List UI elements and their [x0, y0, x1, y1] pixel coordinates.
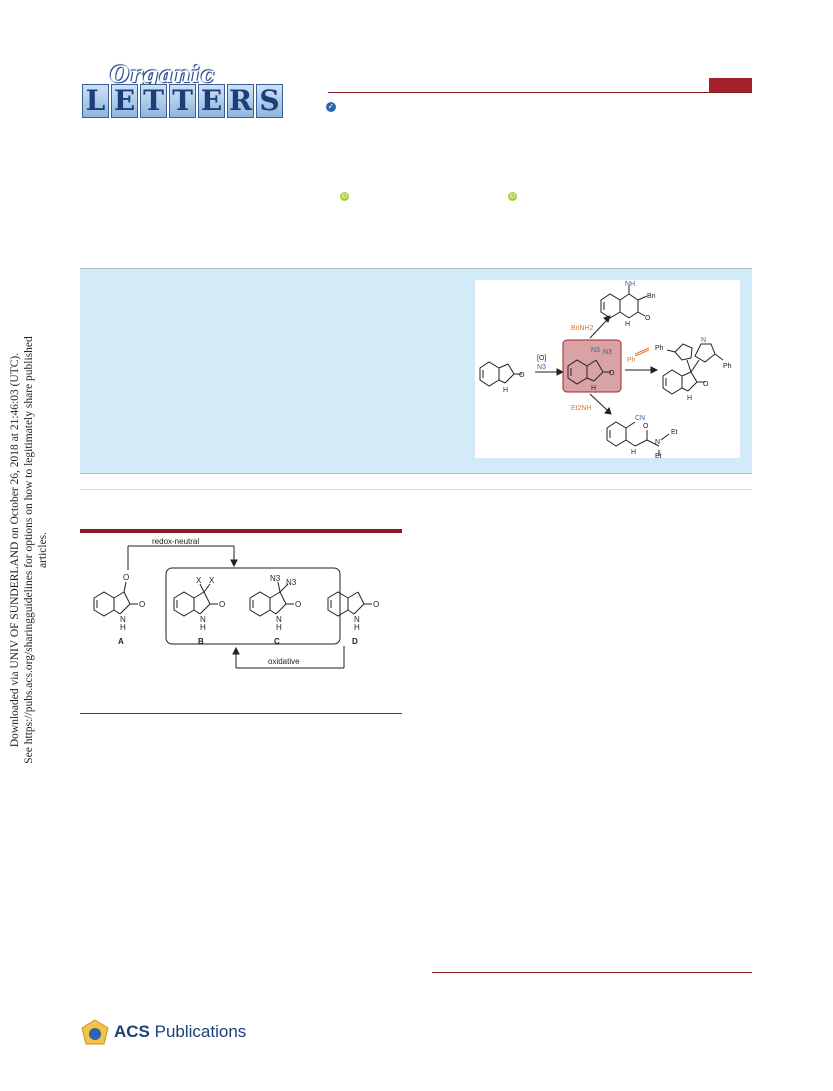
product2-ph-left-label: Ph: [655, 345, 664, 352]
download-notice: Downloaded via UNIV OF SUNDERLAND on Oct…: [8, 330, 49, 770]
logo-letter: S: [256, 84, 283, 118]
toc-scheme-svg: O H [O] N3 N3 N3 O H BnNH2 NH Bn O H Ph …: [479, 281, 732, 460]
atom-n3-label: N3: [270, 574, 281, 583]
product2-h-label: H: [687, 395, 692, 402]
atom-x-label: X: [196, 576, 202, 585]
atom-h-label: H: [200, 623, 206, 632]
atom-x-label: X: [209, 576, 215, 585]
orcid-icon[interactable]: iD: [508, 192, 517, 201]
compound-label-b: B: [198, 637, 204, 646]
product3-o-label: O: [643, 423, 649, 430]
atom-h-label: H: [354, 623, 360, 632]
product3-n-label: N: [655, 439, 660, 446]
product3-h-label: H: [631, 449, 636, 456]
logo-letters: L E T T E R S: [82, 84, 283, 118]
download-notice-link[interactable]: See https://pubs.acs.org/sharingguidelin…: [23, 336, 49, 764]
product1-nh-label: NH: [625, 281, 635, 288]
compound-label-c: C: [274, 637, 280, 646]
footnote-rule: [432, 972, 752, 973]
logo-letter: T: [140, 84, 167, 118]
checkmark-icon: ✓: [326, 102, 336, 112]
product2-ph-right-label: Ph: [723, 363, 732, 370]
redox-neutral-label: redox-neutral: [152, 537, 199, 546]
atom-n-label: N: [200, 615, 206, 624]
bnnh2-label: BnNH2: [571, 325, 594, 332]
product3-cn-label: CN: [635, 415, 645, 422]
et2nh-label: Et2NH: [571, 405, 592, 412]
core-n3-label: N3: [591, 347, 600, 354]
compound-label-d: D: [352, 637, 358, 646]
logo-organic-text: Organic: [110, 62, 216, 88]
atom-n-label: N: [276, 615, 282, 624]
oxidant-label: [O]: [537, 355, 546, 362]
figure-bottom-rule: [80, 713, 402, 714]
product3-et-label: Et: [671, 429, 678, 436]
oxindole-h-label: H: [503, 387, 508, 394]
azide-reagent-label: N3: [537, 364, 546, 371]
alkyne-ph-label: Ph: [627, 357, 636, 364]
logo-letter: L: [82, 84, 109, 118]
atom-n-label: N: [120, 615, 126, 624]
atom-n3-label: N3: [286, 578, 297, 587]
core-n3-label: N3: [603, 349, 612, 356]
atom-o-label: O: [139, 600, 145, 609]
acs-emblem-icon: [81, 1019, 109, 1045]
logo-letter: E: [111, 84, 138, 118]
journal-logo[interactable]: Organic L E T T E R S ✓: [82, 62, 342, 122]
product2-n-label: N: [701, 337, 706, 344]
atom-h-label: H: [120, 623, 126, 632]
product1-o-label: O: [645, 315, 651, 322]
oxindole-o-label: O: [519, 372, 525, 379]
atom-o-label: O: [219, 600, 225, 609]
figure-1-scheme: redox-neutral oxidative O O N H X X O N …: [80, 536, 402, 706]
header-accent-box: [709, 78, 752, 92]
product2-o-label: O: [703, 381, 709, 388]
logo-letter: T: [169, 84, 196, 118]
product1-h-label: H: [625, 321, 630, 328]
toc-graphic: O H [O] N3 N3 N3 O H BnNH2 NH Bn O H Ph …: [475, 280, 740, 460]
figure-top-rule: [80, 529, 402, 533]
oxidative-label: oxidative: [268, 657, 300, 666]
acs-publications-logo[interactable]: ACS Publications: [80, 1018, 280, 1048]
atom-o-label: O: [295, 600, 301, 609]
download-notice-line: Downloaded via UNIV OF SUNDERLAND on Oct…: [9, 352, 21, 748]
atom-o-label: O: [373, 600, 379, 609]
core-h-label: H: [591, 385, 596, 392]
product3-et-label: Et: [655, 453, 662, 458]
atom-h-label: H: [276, 623, 282, 632]
figure-1-svg: redox-neutral oxidative O O N H X X O N …: [93, 537, 379, 669]
logo-letter: E: [198, 84, 225, 118]
compound-label-a: A: [118, 637, 124, 646]
acs-publications-text: ACS Publications: [114, 1022, 247, 1041]
atom-n-label: N: [354, 615, 360, 624]
core-o-label: O: [609, 370, 615, 377]
logo-letter: R: [227, 84, 254, 118]
atom-o-label: O: [123, 573, 129, 582]
product1-bn-label: Bn: [647, 293, 656, 300]
header-rule: [328, 92, 752, 93]
abstract-rule: [80, 489, 752, 490]
orcid-icon[interactable]: iD: [340, 192, 349, 201]
